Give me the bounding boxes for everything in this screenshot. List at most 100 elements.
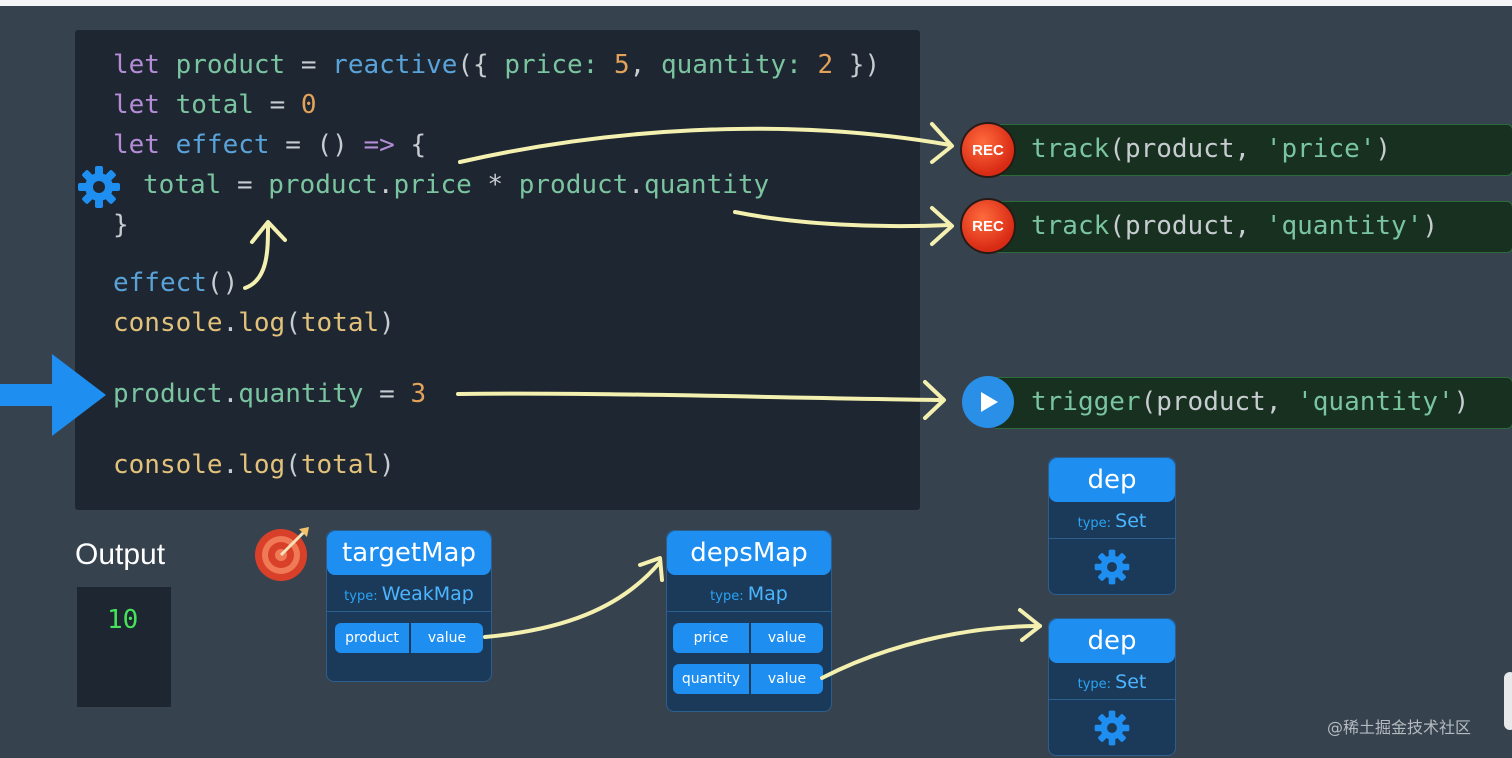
punct: ) [379, 308, 395, 338]
arrow-line [458, 126, 952, 164]
type-value: Map [747, 583, 788, 605]
depsmap-value-cell[interactable]: value [751, 623, 823, 653]
keyword: let [113, 130, 160, 160]
code-editor-panel: let product = reactive({ price: 5, quant… [75, 30, 920, 510]
identifier: product [268, 170, 378, 200]
arrow-head [930, 122, 954, 164]
punct: : [786, 50, 802, 80]
function-name: reactive [332, 50, 458, 80]
punct: ) [1453, 387, 1470, 417]
identifier: product [175, 50, 286, 80]
rec-button[interactable]: REC [962, 200, 1014, 252]
depsmap-key-cell[interactable]: price [673, 623, 749, 653]
targetmap-box: targetMap type: WeakMap product value [326, 530, 492, 682]
punct: . [222, 308, 239, 338]
operator: = [379, 379, 395, 409]
punct: () [206, 268, 239, 298]
operator: = [236, 170, 253, 200]
punct: ( [1140, 387, 1157, 417]
dep-type: type: Set [1049, 504, 1175, 539]
property: price [393, 170, 472, 200]
type-value: WeakMap [381, 583, 474, 605]
function-name: track [1031, 211, 1110, 241]
type-label: type: [1077, 516, 1112, 531]
code-line-3: let effect = () => { [113, 130, 426, 160]
punct: ( [1109, 134, 1125, 164]
code-line-4: total = product.price * product.quantity [143, 170, 769, 200]
operator: = [269, 90, 286, 120]
dep-title: dep [1049, 619, 1175, 663]
punct: . [222, 379, 239, 409]
keyword: let [113, 50, 160, 80]
punct: : [582, 50, 599, 80]
punct: . [628, 170, 644, 200]
output-value: 10 [107, 605, 139, 635]
output-console: 10 [77, 587, 171, 707]
punct: ) [379, 450, 395, 480]
type-label: type: [1077, 677, 1112, 692]
identifier: product [113, 379, 223, 409]
argument: product [1124, 134, 1235, 164]
scroll-handle[interactable] [1504, 672, 1512, 730]
keyword: let [113, 90, 160, 120]
arrow-head [923, 380, 946, 420]
arrow-line [483, 560, 662, 639]
arrow-line [820, 624, 1042, 680]
arrow-operator: => [363, 130, 395, 160]
track-quantity-call: track(product, 'quantity') [1031, 211, 1438, 241]
depsmap-key-cell[interactable]: quantity [673, 664, 749, 694]
punct: } [113, 210, 129, 240]
punct: ) [1375, 134, 1392, 164]
identifier: console [113, 308, 223, 338]
code-line-5: } [113, 210, 129, 240]
arrow-line [243, 224, 270, 290]
depsmap-title: depsMap [667, 531, 831, 575]
trigger-quantity-call: trigger(product, 'quantity') [1031, 387, 1469, 417]
trigger-quantity-row: trigger(product, 'quantity') [995, 377, 1512, 429]
punct: }) [833, 50, 881, 80]
code-line-8: product.quantity = 3 [113, 379, 426, 409]
punct: ( [1109, 211, 1125, 241]
number: 0 [300, 90, 317, 120]
identifier: product [518, 170, 629, 200]
argument: product [1124, 211, 1235, 241]
rec-button[interactable]: REC [962, 124, 1014, 176]
depsmap-type: type: Map [667, 577, 831, 612]
depsmap-box: depsMap type: Map price value quantity v… [666, 530, 832, 712]
punct: , [1234, 134, 1266, 164]
arrow-line [456, 391, 944, 402]
function-name: log [238, 308, 286, 338]
function-name: effect [113, 268, 207, 298]
identifier: total [175, 90, 254, 120]
type-value: Set [1115, 510, 1147, 532]
targetmap-value-cell[interactable]: value [411, 623, 483, 653]
argument-string: 'price' [1265, 134, 1376, 164]
arrow-head [250, 220, 287, 244]
arrow-head [930, 206, 954, 246]
arrow-head [1018, 608, 1042, 642]
punct: . [222, 450, 239, 480]
output-label: Output [75, 538, 166, 571]
argument: product [1156, 387, 1266, 417]
gear-icon [78, 166, 120, 208]
play-icon [981, 392, 998, 412]
punct: , [1234, 211, 1266, 241]
argument-string: 'quantity' [1297, 387, 1454, 417]
identifier: effect [175, 130, 270, 160]
depsmap-value-cell[interactable]: value [751, 664, 823, 694]
punct: ) [1422, 211, 1439, 241]
operator: = [285, 130, 301, 160]
targetmap-type: type: WeakMap [327, 577, 491, 612]
operator: = [300, 50, 317, 80]
code-line-7: console.log(total) [113, 308, 395, 338]
targetmap-title: targetMap [327, 531, 491, 575]
number: 3 [410, 379, 427, 409]
targetmap-key-cell[interactable]: product [335, 623, 409, 653]
gear-icon [1094, 710, 1130, 746]
code-line-2: let total = 0 [113, 90, 317, 120]
function-name: track [1031, 134, 1110, 164]
dep-title: dep [1049, 458, 1175, 502]
number: 5 [613, 50, 630, 80]
play-button[interactable] [962, 376, 1014, 428]
punct: ({ [457, 50, 505, 80]
